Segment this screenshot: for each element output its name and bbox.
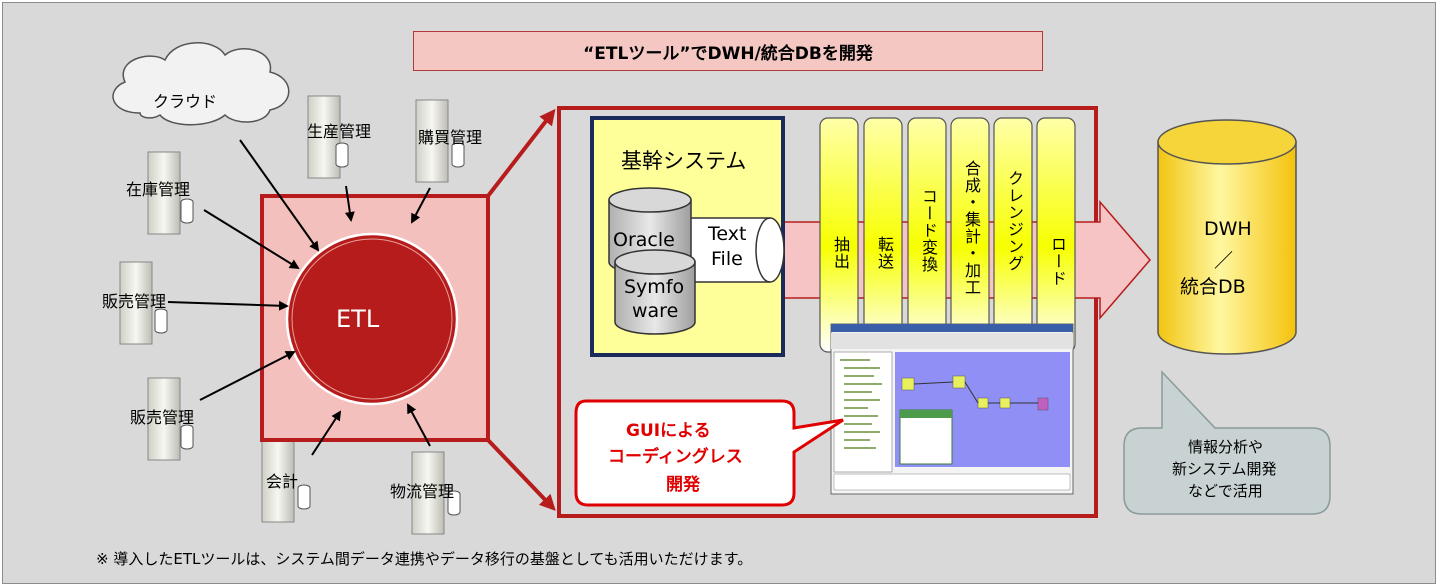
gui-callout-line2: コーディングレス [608,447,743,467]
arrow-production [344,185,355,222]
etl-hub [285,232,459,406]
arrow-sales2 [199,351,296,401]
zoom-line-bottom [486,438,556,511]
accounting-label: 会計 [266,472,299,491]
step-pill-6 [1036,117,1076,353]
etl-gui-screenshot [830,323,1074,495]
server-inventory-icon [147,151,194,235]
server-sales2-icon [147,377,194,461]
symfoware-label-1: Symfo [624,276,685,298]
arrow-accounting [311,410,342,456]
usage-callout-line1: 情報分析や [1188,438,1264,456]
usage-callout-line3: などで活用 [1188,482,1263,500]
zoom-line-top [486,108,556,198]
page-title: “ETLツール”でDWH/統合DBを開発 [413,31,1043,71]
footnote: ※ 導入したETLツールは、システム間データ連携やデータ移行の基盤としても活用い… [96,550,753,568]
step-pills [819,117,1076,353]
dwh-db-icon [1157,119,1297,355]
server-purchasing-icon [415,99,465,183]
arrow-cloud [239,139,320,252]
cloud-icon [112,42,290,126]
text-file-label-1: Text [708,223,747,245]
etl-hub-ring [291,238,453,400]
sales1-label: 販売管理 [102,292,167,311]
arrow-sales1 [167,300,289,311]
server-accounting-icon [261,439,311,523]
step-pill-1 [819,117,859,353]
text-file-shape [687,217,785,283]
detail-box [557,106,1098,518]
gui-callout-line1: GUIによる [626,421,711,441]
production-label: 生産管理 [307,122,372,141]
step-label-2: 転送 [875,236,894,270]
logistics-label: 物流管理 [390,482,455,501]
dwh-label-1: DWH [1204,218,1252,240]
symfoware-db-icon [614,249,696,335]
usage-callout-line2: 新システム開発 [1172,460,1277,478]
dwh-label-3: 統合DB [1180,276,1246,298]
usage-callout-bubble [1123,370,1331,515]
text-file-label-2: File [711,248,743,270]
arrow-purchasing [411,187,431,224]
arrow-logistics [407,403,431,447]
gui-callout-bubble [574,399,844,507]
server-production-icon [307,95,349,179]
oracle-label: Oracle [613,229,675,251]
symfoware-label-2: ware [632,300,679,322]
cloud-label: クラウド [153,92,218,111]
arrow-inventory [203,209,300,270]
core-system-title: 基幹システム [621,149,747,173]
step-label-1: 抽出 [831,236,850,270]
step-label-4: 合成・集計・加工 [962,160,981,296]
step-label-5: クレンジング [1005,170,1024,272]
inventory-label: 在庫管理 [126,180,191,199]
server-sales1-icon [119,261,168,345]
step-pill-2 [863,117,903,353]
etl-hub-label: ETL [336,305,380,333]
step-label-6: ロード [1048,236,1067,287]
purchasing-label: 購買管理 [418,128,483,147]
gui-callout-line3: 開発 [666,475,700,495]
server-logistics-icon [411,451,461,535]
step-label-3: コード変換 [919,188,938,273]
dwh-label-2: ／ [1214,250,1234,272]
sales2-label: 販売管理 [130,408,195,427]
